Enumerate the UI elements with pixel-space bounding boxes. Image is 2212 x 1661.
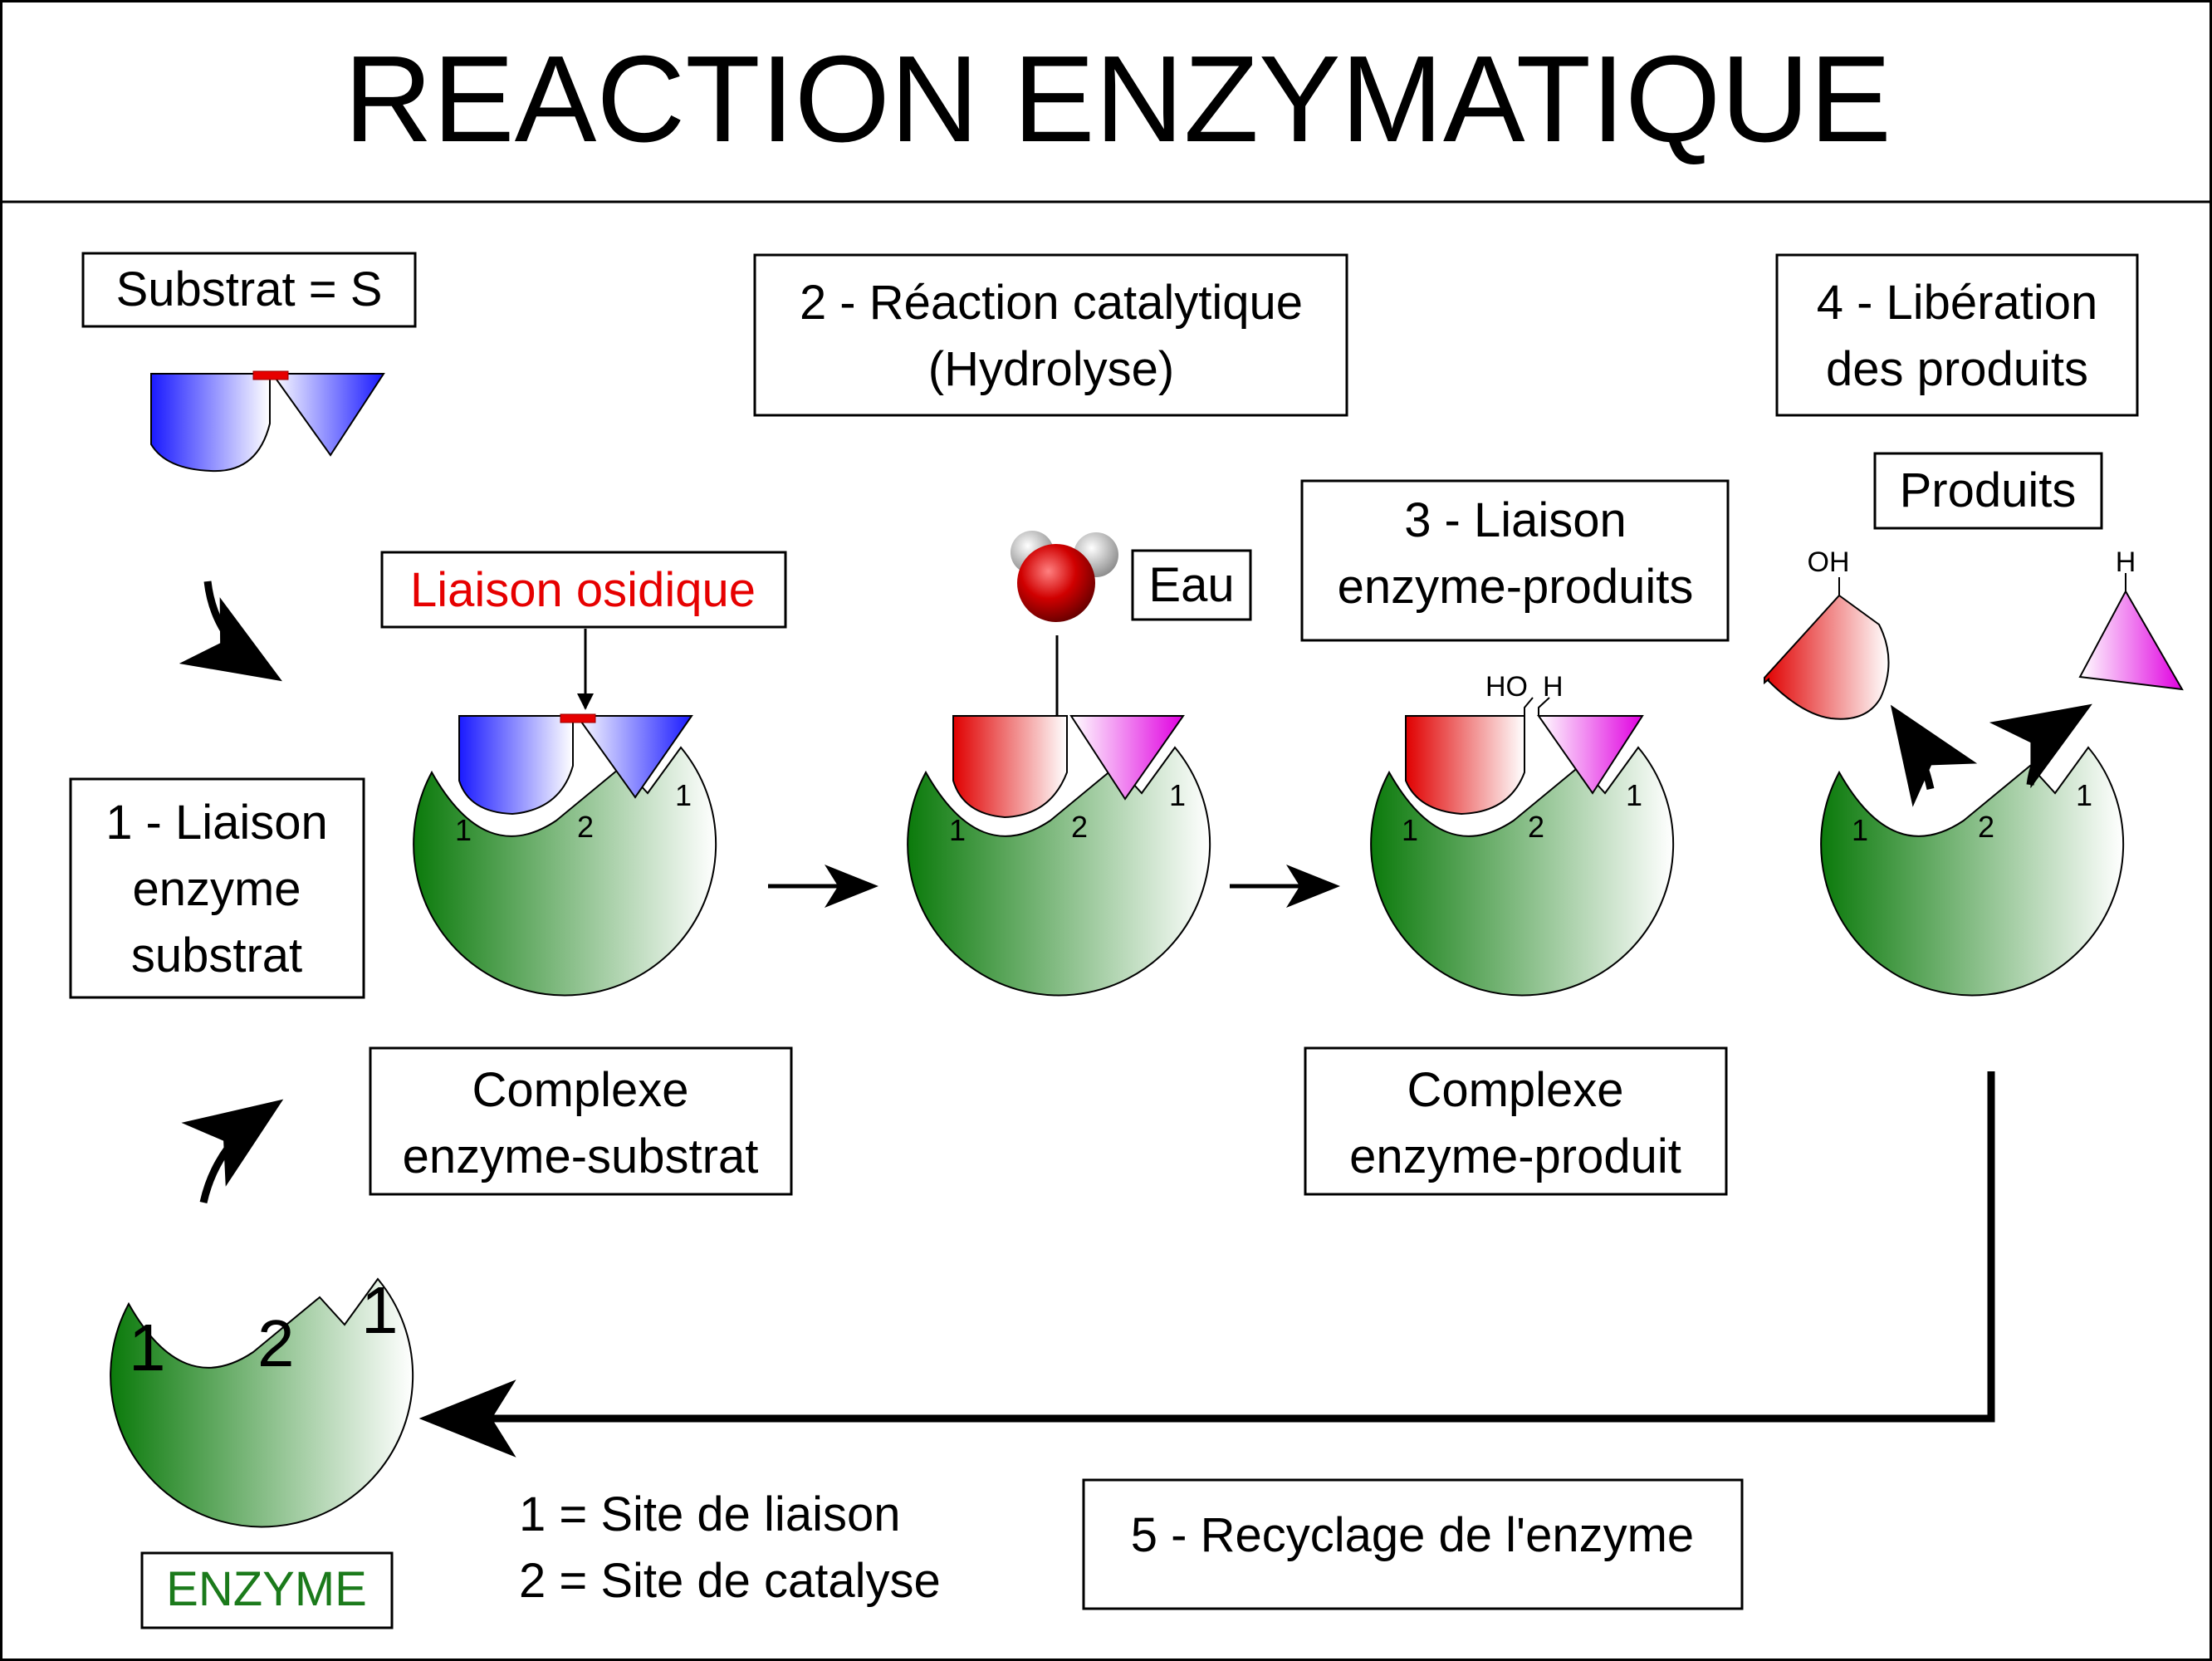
arrow-substrate-to-complex (179, 581, 282, 682)
enzyme-label-box: ENZYME (140, 1551, 394, 1629)
svg-text:1: 1 (361, 1273, 399, 1347)
svg-text:H: H (1543, 671, 1564, 703)
svg-text:Complexe: Complexe (1407, 1063, 1623, 1117)
products-in-site (952, 715, 1185, 819)
enzyme-reaction-stage: 1 2 1 (907, 715, 1211, 997)
svg-text:H: H (2116, 546, 2136, 578)
legend: 1 = Site de liaison 2 = Site de catalyse (519, 1487, 941, 1608)
svg-text:Complexe: Complexe (472, 1063, 688, 1117)
complexe-ep-box: Complexe enzyme-produit (1304, 1046, 1728, 1196)
svg-text:1: 1 (1852, 813, 1868, 847)
svg-text:HO: HO (1485, 671, 1528, 703)
svg-text:1: 1 (1626, 778, 1642, 812)
legend-site-catalyse: 2 = Site de catalyse (519, 1554, 941, 1608)
enzyme-released: 1 2 1 (1820, 747, 2125, 997)
svg-text:2 - Réaction catalytique: 2 - Réaction catalytique (800, 276, 1303, 330)
svg-text:Eau: Eau (1148, 558, 1234, 612)
recycling-line (448, 1071, 1995, 1423)
eau-box: Eau (1131, 549, 1252, 621)
osidic-bond-mark (252, 370, 289, 380)
svg-text:5 - Recyclage de l'enzyme: 5 - Recyclage de l'enzyme (1131, 1508, 1694, 1562)
svg-text:2: 2 (1071, 810, 1088, 844)
substrate-sugar-1 (150, 373, 271, 473)
step5-box: 5 - Recyclage de l'enzyme (1082, 1478, 1744, 1610)
released-product-h: H (2078, 546, 2184, 691)
bound-substrate (458, 713, 693, 816)
svg-text:des produits: des produits (1826, 342, 2088, 396)
svg-text:ENZYME: ENZYME (166, 1562, 367, 1616)
enzyme-product-complex: HO H 1 2 1 (1370, 671, 1675, 997)
step3-box: 3 - Liaison enzyme-produits (1300, 479, 1730, 642)
substrate-sugar-2 (271, 373, 385, 457)
arrow-release-left (1890, 704, 1978, 807)
svg-text:enzyme-produit: enzyme-produit (1349, 1129, 1681, 1183)
arrow-enzyme-to-complex (181, 1099, 284, 1203)
svg-text:3 - Liaison: 3 - Liaison (1404, 493, 1627, 547)
page-title: REACTION ENZYMATIQUE (344, 31, 1891, 168)
svg-text:2: 2 (1978, 810, 1994, 844)
svg-text:Produits: Produits (1900, 463, 2077, 517)
arrow-release-right (1989, 703, 2092, 789)
svg-text:(Hydrolyse): (Hydrolyse) (928, 342, 1175, 396)
water-molecule (1011, 531, 1118, 622)
svg-text:Liaison osidique: Liaison osidique (410, 563, 756, 617)
svg-text:2: 2 (257, 1306, 295, 1380)
complexe-es-box: Complexe enzyme-substrat (369, 1046, 793, 1196)
produits-box: Produits (1873, 452, 2103, 530)
liaison-osidique-box: Liaison osidique (380, 551, 787, 629)
svg-text:Substrat = S: Substrat = S (116, 262, 383, 316)
svg-text:1 - Liaison: 1 - Liaison (105, 796, 328, 850)
svg-text:1: 1 (949, 813, 966, 847)
svg-text:1: 1 (455, 813, 472, 847)
legend-site-liaison: 1 = Site de liaison (519, 1487, 900, 1541)
svg-text:enzyme-produits: enzyme-produits (1338, 560, 1694, 614)
substrat-box: Substrat = S (81, 252, 417, 328)
svg-text:enzyme: enzyme (132, 862, 301, 916)
svg-text:1: 1 (1402, 813, 1418, 847)
svg-text:1: 1 (675, 778, 692, 812)
svg-text:1: 1 (1169, 778, 1186, 812)
free-enzyme: 1 2 1 (110, 1273, 414, 1528)
svg-text:2: 2 (1528, 810, 1544, 844)
svg-text:substrat: substrat (131, 928, 302, 982)
enzyme-substrate-complex: 1 2 1 (413, 713, 717, 997)
step1-box: 1 - Liaison enzyme substrat (69, 777, 365, 999)
svg-text:OH: OH (1808, 546, 1850, 578)
step4-box: 4 - Libération des produits (1775, 253, 2139, 417)
substrate-molecule (150, 370, 385, 473)
bound-products (1405, 697, 1644, 816)
svg-text:2: 2 (577, 810, 594, 844)
svg-text:1: 1 (129, 1311, 166, 1384)
svg-text:4 - Libération: 4 - Libération (1817, 276, 2098, 330)
svg-text:enzyme-substrat: enzyme-substrat (403, 1129, 759, 1183)
step2-box: 2 - Réaction catalytique (Hydrolyse) (753, 253, 1348, 417)
svg-text:1: 1 (2076, 778, 2092, 812)
released-product-oh: OH (1764, 546, 1890, 720)
